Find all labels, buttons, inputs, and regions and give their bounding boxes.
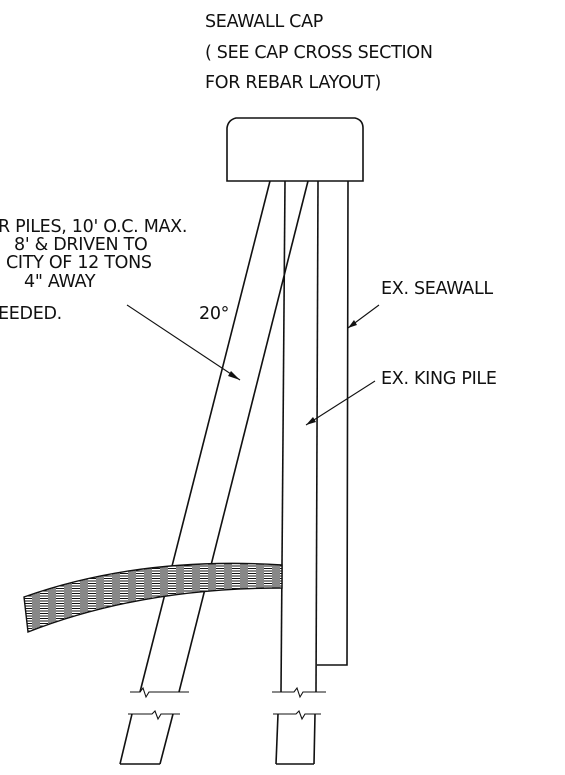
pile-note-line-3: CITY OF 12 TONS: [6, 253, 152, 273]
cap-note-line-2: FOR REBAR LAYOUT): [205, 73, 381, 93]
batter-pile-right-edge: [178, 180, 309, 693]
king-pile-break-top: [272, 686, 326, 699]
seawall-label: EX. SEAWALL: [381, 279, 493, 299]
existing-seawall: [317, 180, 349, 666]
batter-pile-break-top: [130, 686, 189, 699]
pile-note-line-5: EEDED.: [0, 304, 62, 324]
pile-note-line-2: 8' & DRIVEN TO: [14, 235, 147, 255]
soil-hatch: [23, 562, 283, 633]
batter-pile-lower-stub: [119, 710, 180, 765]
cap-note-line-1: ( SEE CAP CROSS SECTION: [205, 43, 433, 63]
batter-pile-leader-arrow: [228, 371, 240, 380]
batter-pile-leader: [126, 304, 241, 381]
king-pile-lower-stub: [273, 710, 321, 765]
seawall-leader-arrow: [348, 320, 357, 328]
king-pile-right-edge: [315, 180, 319, 693]
angle-label: 20°: [199, 304, 229, 324]
king-pile-leader: [305, 380, 376, 426]
king-pile-left-edge: [280, 180, 286, 693]
seawall-cap: [226, 117, 364, 182]
cap-title-label: SEAWALL CAP: [205, 12, 323, 32]
pile-note-line-4: 4" AWAY: [24, 272, 96, 292]
king-pile-leader-arrow: [306, 417, 316, 425]
pile-note-line-1: R PILES, 10' O.C. MAX.: [0, 217, 187, 237]
batter-pile-left-edge: [139, 180, 271, 693]
king-pile-label: EX. KING PILE: [381, 369, 497, 389]
